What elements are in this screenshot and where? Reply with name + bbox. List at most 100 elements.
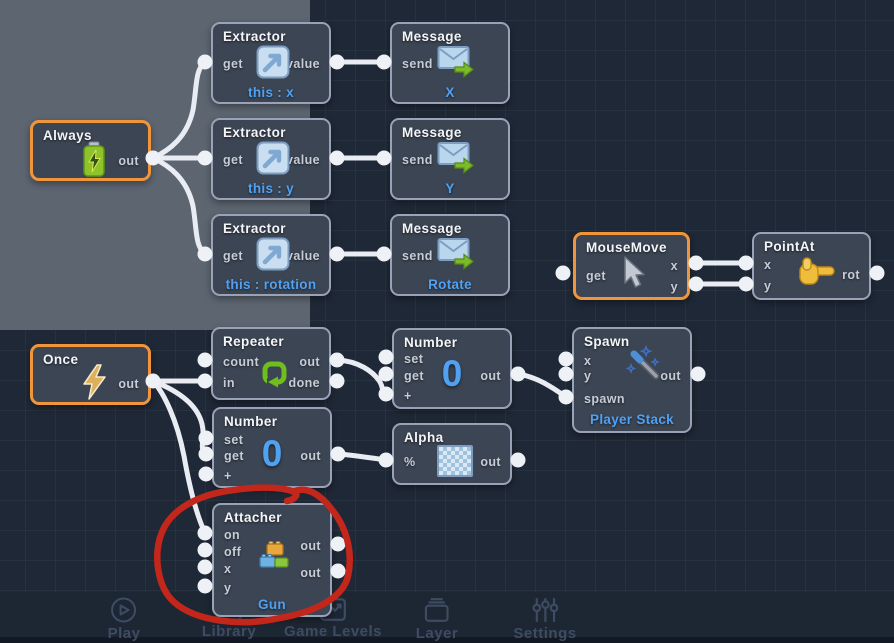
node-title: Extractor xyxy=(223,125,286,140)
port-label-in: in xyxy=(223,376,235,390)
node-repeater[interactable]: Repeater count in out done xyxy=(211,327,331,400)
toolbar-item-play[interactable]: Play xyxy=(108,596,141,642)
port-label-get: get xyxy=(223,249,243,263)
port-label-percent: % xyxy=(404,455,416,469)
envelope-send-icon xyxy=(437,44,475,78)
port-label-value: value xyxy=(286,153,320,167)
node-title: Extractor xyxy=(223,221,286,236)
toolbar-label: Game Levels xyxy=(283,623,383,640)
node-extractor-x[interactable]: Extractor get value this : x xyxy=(211,22,331,104)
loop-icon xyxy=(258,357,290,391)
node-spawn[interactable]: Spawn x y spawn out Player Stack xyxy=(572,327,692,433)
toolbar-label: Play xyxy=(107,625,141,642)
node-title: Number xyxy=(224,414,278,429)
port-label-done: done xyxy=(288,376,320,390)
toolbar-label: Settings xyxy=(513,625,577,642)
port-label-out: out xyxy=(660,369,681,383)
port-label-y: y xyxy=(584,369,592,383)
node-once[interactable]: Once out xyxy=(30,344,151,405)
node-alpha[interactable]: Alpha % out xyxy=(392,423,512,485)
battery-icon xyxy=(81,141,107,179)
binding-label: Player Stack xyxy=(590,412,674,427)
node-title: Spawn xyxy=(584,334,630,349)
settings-icon xyxy=(531,596,559,624)
port-label-get: get xyxy=(223,57,243,71)
node-title: PointAt xyxy=(764,239,815,254)
envelope-send-icon xyxy=(437,140,475,174)
node-title: Message xyxy=(402,221,462,236)
toolbar-item-layer[interactable]: Layer xyxy=(416,596,459,642)
node-title: Repeater xyxy=(223,334,284,349)
cursor-icon xyxy=(620,255,648,293)
port-label-out: out xyxy=(480,369,501,383)
toolbar-label: Library xyxy=(201,623,257,640)
port-label-out: out xyxy=(118,154,139,168)
port-label-value: value xyxy=(286,57,320,71)
play-icon xyxy=(110,596,138,624)
binding-label: this : rotation xyxy=(225,277,317,292)
extract-arrow-icon xyxy=(256,141,290,175)
blocks-icon xyxy=(256,538,292,574)
node-title: Attacher xyxy=(224,510,282,525)
port-label-out: out xyxy=(480,455,501,469)
port-label-get: get xyxy=(586,269,606,283)
node-number-top[interactable]: Number set get + out 0 xyxy=(392,328,512,409)
port-label-count: count xyxy=(223,355,260,369)
node-title: Once xyxy=(43,352,79,367)
toolbar-label: Layer xyxy=(415,625,459,642)
port-label-send: send xyxy=(402,249,433,263)
number-value: 0 xyxy=(441,353,463,394)
port-label-spawn: spawn xyxy=(584,392,625,406)
node-number-bottom[interactable]: Number set get + out 0 xyxy=(212,407,332,488)
port-label-plus: + xyxy=(224,469,232,483)
binding-label: Rotate xyxy=(428,277,472,292)
layer-icon xyxy=(423,596,451,624)
node-message-x[interactable]: Message send X xyxy=(390,22,510,104)
port-label-on: on xyxy=(224,528,241,542)
node-message-rotate[interactable]: Message send Rotate xyxy=(390,214,510,296)
port-label-out: out xyxy=(300,449,321,463)
node-title: Message xyxy=(402,125,462,140)
binding-label: Y xyxy=(445,181,455,196)
port-label-set: set xyxy=(404,352,424,366)
port-label-out-a: out xyxy=(300,539,321,553)
port-label-y: y xyxy=(764,279,772,293)
extract-arrow-icon xyxy=(256,237,290,271)
node-title: Message xyxy=(402,29,462,44)
lightning-icon xyxy=(80,363,108,401)
port-label-x: x xyxy=(584,354,592,368)
envelope-send-icon xyxy=(437,236,475,270)
port-label-x: x xyxy=(224,562,232,576)
port-label-send: send xyxy=(402,153,433,167)
binding-label: this : x xyxy=(248,85,294,100)
binding-label: this : y xyxy=(248,181,294,196)
magic-wand-icon xyxy=(624,344,666,386)
port-label-off: off xyxy=(224,545,242,559)
bottom-strip xyxy=(0,637,894,643)
node-extractor-y[interactable]: Extractor get value this : y xyxy=(211,118,331,200)
port-label-out: out xyxy=(299,355,320,369)
port-label-get: get xyxy=(223,153,243,167)
binding-label: Gun xyxy=(258,597,286,612)
node-message-y[interactable]: Message send Y xyxy=(390,118,510,200)
port-label-get: get xyxy=(224,449,244,463)
node-attacher[interactable]: Attacher on off x y out out Gun xyxy=(212,503,332,617)
binding-label: X xyxy=(445,85,455,100)
node-title: Extractor xyxy=(223,29,286,44)
toolbar-item-settings[interactable]: Settings xyxy=(513,596,576,642)
node-title: Number xyxy=(404,335,458,350)
node-mousemove[interactable]: MouseMove get x y xyxy=(573,232,690,300)
number-value: 0 xyxy=(261,433,283,474)
node-title: Alpha xyxy=(404,430,444,445)
node-extractor-rotation[interactable]: Extractor get value this : rotation xyxy=(211,214,331,296)
port-label-x: x xyxy=(670,259,678,273)
port-label-x: x xyxy=(764,258,772,272)
node-always[interactable]: Always out xyxy=(30,120,151,181)
pointing-hand-icon xyxy=(798,257,836,287)
port-label-y: y xyxy=(670,280,678,294)
port-label-out-b: out xyxy=(300,566,321,580)
node-pointat[interactable]: PointAt x y rot xyxy=(752,232,871,300)
extract-arrow-icon xyxy=(256,45,290,79)
checker-alpha-icon xyxy=(437,445,473,477)
